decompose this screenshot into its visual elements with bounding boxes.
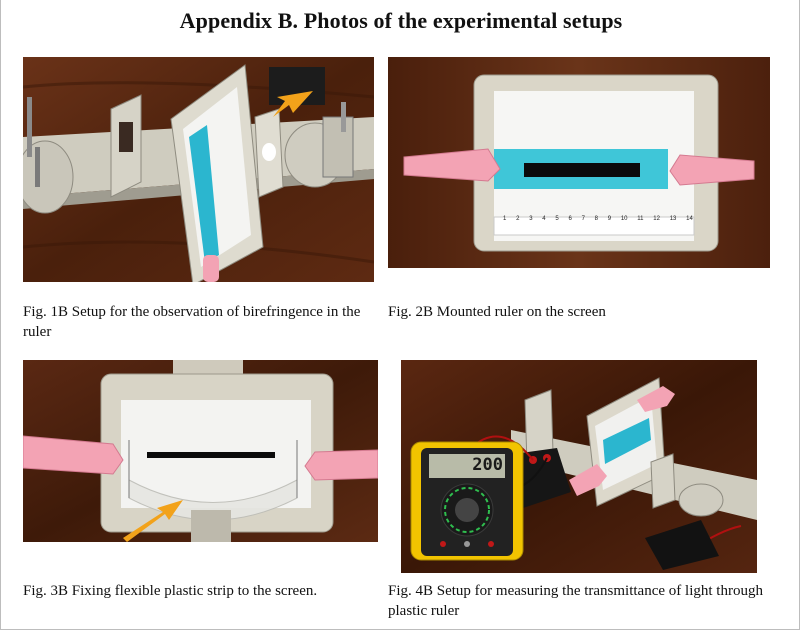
page-title: Appendix B. Photos of the experimental s… [179, 8, 623, 33]
caption-fig-4b: Fig. 4B Setup for measuring the transmit… [388, 583, 763, 619]
photo-fig-4b: 200 [401, 360, 757, 573]
ruler-tick-label: 3 [529, 216, 533, 222]
ruler-tick-label: 8 [594, 216, 598, 222]
ruler-tick-label: 12 [653, 216, 660, 222]
ruler-tick-label: 1 [503, 216, 507, 222]
photo-fig-1b [23, 57, 374, 282]
ruler-tick-label: 13 [669, 216, 677, 222]
ruler-tick-label: 2 [516, 216, 520, 222]
ruler-tick-label: 9 [607, 216, 612, 222]
ruler-tick-label: 11 [637, 216, 644, 222]
bottom-ruler-scale: 1 2 3 4 5 6 7 8 9 10 11 12 13 14 [503, 216, 693, 222]
caption-fig-1b: Fig. 1B Setup for the observation of bir… [23, 304, 361, 340]
ruler-tick-label: 6 [568, 216, 572, 222]
photo-fig-3b [23, 360, 378, 542]
ruler-tick-label: 4 [542, 216, 546, 222]
ruler-tick-label: 7 [581, 216, 585, 222]
ruler-tick-label: 14 [686, 216, 693, 222]
ruler-tick-label: 10 [620, 216, 628, 222]
caption-fig-3b: Fig. 3B Fixing flexible plastic strip to… [23, 583, 318, 599]
photo-fig-2b: 1 2 3 4 5 6 7 8 9 10 11 12 13 14 [388, 57, 770, 268]
multimeter-display-value: 200 [472, 455, 503, 475]
caption-fig-2b: Fig. 2B Mounted ruler on the screen [388, 304, 606, 320]
ruler-tick-label: 5 [555, 216, 559, 222]
